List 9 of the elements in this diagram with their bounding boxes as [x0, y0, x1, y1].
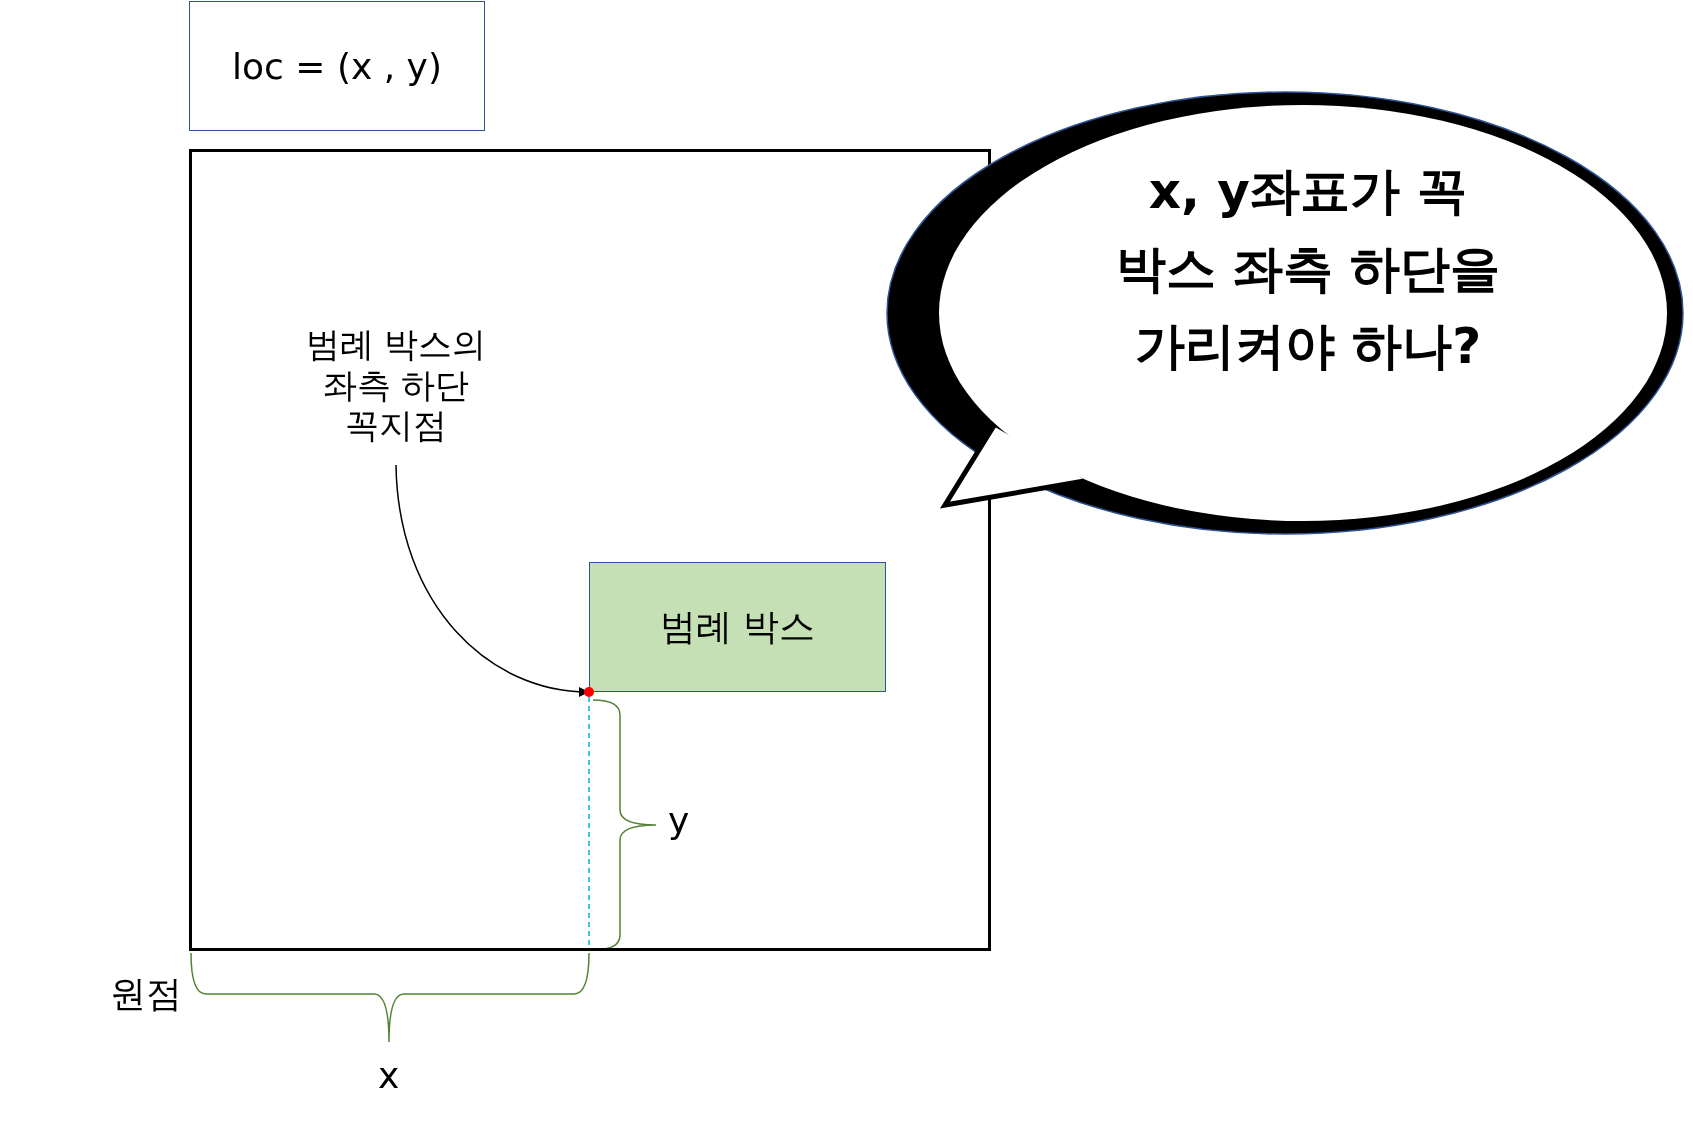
- origin-label: 원점: [110, 972, 182, 1016]
- box-label: loc = (x , y): [232, 45, 442, 87]
- axis-label: y: [668, 800, 690, 841]
- callout-text: 범례 박스의 좌측 하단 꼭지점: [304, 323, 488, 447]
- box-label: 범례 박스: [659, 604, 816, 649]
- bubble-text: x, y좌표가 꼭 박스 좌측 하단을 가리켜야 하나?: [1114, 161, 1502, 377]
- axis-label: x: [378, 1055, 400, 1096]
- formula-box: [189, 1, 485, 131]
- plot-area-frame: [189, 149, 991, 951]
